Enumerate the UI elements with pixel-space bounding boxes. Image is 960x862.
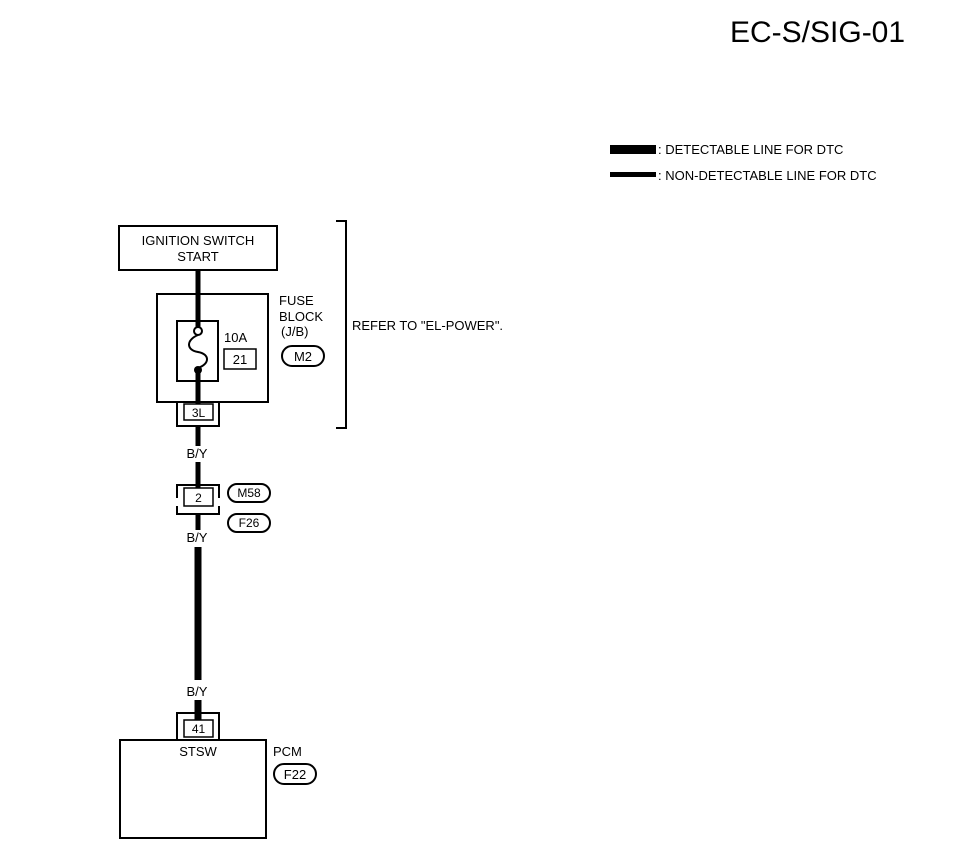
pcm-label: PCM	[273, 744, 302, 759]
fuse-block-box	[156, 293, 269, 403]
reference-text: REFER TO "EL-POWER".	[352, 318, 503, 333]
reference-bracket	[336, 220, 347, 429]
fuse-icon	[188, 326, 208, 374]
pcm-terminal-label: 41	[192, 722, 206, 736]
fuse-block-connector-badge	[281, 345, 325, 367]
wire-label-3: B/Y	[187, 684, 208, 699]
terminal-3l-label: 3L	[192, 406, 206, 420]
pcm-box	[119, 739, 267, 839]
diagram-title: EC-S/SIG-01	[730, 16, 905, 49]
joint-connector-bracket-top	[176, 484, 220, 498]
connector-f26-label: F26	[239, 516, 260, 530]
fuse-block-label-jb: (J/B)	[281, 324, 308, 339]
joint-connector-terminal: 2	[195, 491, 202, 505]
pcm-terminal-box	[183, 719, 214, 738]
terminal-3l-box	[183, 403, 214, 421]
wire-label-1: B/Y	[187, 446, 208, 461]
pcm-terminal-bracket	[176, 712, 220, 740]
legend-detectable-label: : DETECTABLE LINE FOR DTC	[658, 142, 843, 157]
connector-m58-badge	[227, 483, 271, 503]
pcm-connector-label: F22	[284, 767, 306, 782]
non-detectable-line-swatch	[610, 172, 656, 177]
legend: : DETECTABLE LINE FOR DTC : NON-DETECTAB…	[610, 142, 877, 183]
fuse-block-label-fuse: FUSE	[279, 293, 314, 308]
connector-m58-label: M58	[237, 486, 261, 500]
wire-label-2: B/Y	[187, 530, 208, 545]
pcm-pin-name: STSW	[179, 744, 217, 759]
fuse-rating: 10A	[224, 330, 247, 345]
ignition-switch-start-label: START	[177, 249, 218, 264]
joint-connector-box	[183, 487, 214, 507]
pcm-connector-badge	[273, 763, 317, 785]
fuse-block-label-block: BLOCK	[279, 309, 323, 324]
joint-connector-bracket-bottom	[176, 506, 220, 515]
fuse-block-connector-label: M2	[294, 349, 312, 364]
fuse-number-box	[223, 348, 257, 370]
ignition-switch-label: IGNITION SWITCH	[142, 233, 255, 248]
fuse-number: 21	[233, 352, 247, 367]
connector-f26-badge	[227, 513, 271, 533]
legend-non-detectable-label: : NON-DETECTABLE LINE FOR DTC	[658, 168, 877, 183]
detectable-line-swatch	[610, 145, 656, 154]
